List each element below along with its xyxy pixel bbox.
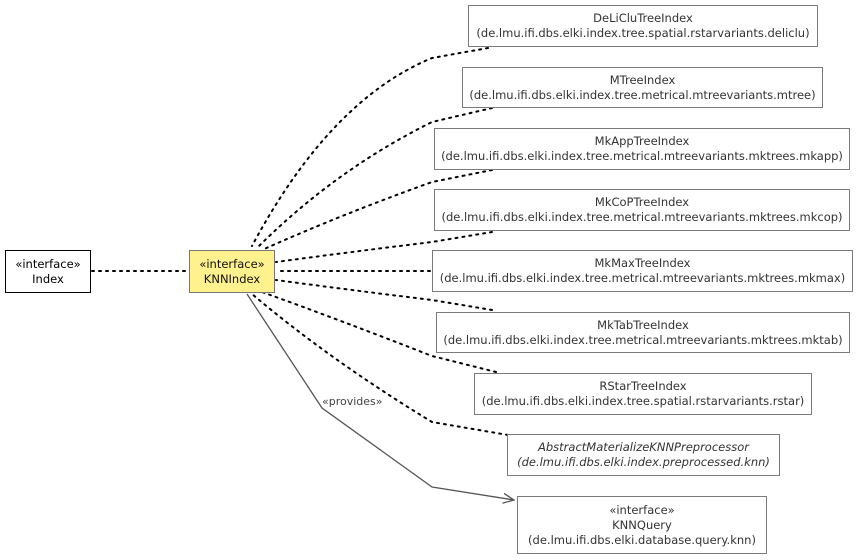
knnindex-name: KNNIndex (203, 271, 261, 286)
edge-deliclu-to-knnindex (251, 47, 489, 247)
rstar-package: (de.lmu.ifi.dbs.elki.index.tree.spatial.… (481, 394, 805, 408)
edge-preproc-to-knnindex (251, 293, 509, 436)
mkcop-name: MkCoPTreeIndex (594, 195, 690, 209)
preproc-name: AbstractMaterializeKNNPreprocessor (538, 440, 749, 454)
node-knnindex[interactable]: «interface» KNNIndex (189, 250, 275, 293)
edge-mkcop-to-knnindex (275, 231, 493, 263)
mkmax-name: MkMaxTreeIndex (594, 256, 691, 270)
node-abstractmaterializeknnpreprocessor[interactable]: AbstractMaterializeKNNPreprocessor (de.l… (507, 434, 780, 476)
node-mtreeindex[interactable]: MTreeIndex (de.lmu.ifi.dbs.elki.index.tr… (462, 67, 823, 108)
mtree-name: MTreeIndex (609, 72, 676, 87)
mktab-name: MkTabTreeIndex (597, 317, 689, 332)
mkcop-package: (de.lmu.ifi.dbs.elki.index.tree.metrical… (441, 210, 843, 224)
mkapp-name: MkAppTreeIndex (594, 134, 690, 148)
deliclu-name: DeLiCluTreeIndex (593, 11, 693, 25)
node-knnquery[interactable]: «interface» KNNQuery (de.lmu.ifi.dbs.elk… (517, 496, 767, 554)
node-mkapptreeindex[interactable]: MkAppTreeIndex (de.lmu.ifi.dbs.elki.inde… (434, 128, 850, 170)
preproc-package: (de.lmu.ifi.dbs.elki.index.preprocessed.… (517, 455, 770, 469)
mktab-package: (de.lmu.ifi.dbs.elki.index.tree.metrical… (443, 332, 843, 347)
deliclu-package: (de.lmu.ifi.dbs.elki.index.tree.spatial.… (476, 26, 810, 40)
knnquery-package: (de.lmu.ifi.dbs.elki.database.query.knn) (528, 532, 756, 547)
mtree-package: (de.lmu.ifi.dbs.elki.index.tree.metrical… (469, 87, 816, 102)
edge-mkapp-to-knnindex (261, 169, 493, 251)
mkmax-package: (de.lmu.ifi.dbs.elki.index.tree.metrical… (439, 271, 846, 285)
mkapp-package: (de.lmu.ifi.dbs.elki.index.tree.metrical… (441, 149, 843, 163)
provides-label: «provides» (322, 395, 383, 408)
edge-rstar-to-knnindex (261, 291, 497, 373)
node-mkmaxtreeindex[interactable]: MkMaxTreeIndex (de.lmu.ifi.dbs.elki.inde… (432, 250, 853, 292)
knnindex-stereotype: «interface» (199, 256, 265, 271)
node-mkcoptreeindex[interactable]: MkCoPTreeIndex (de.lmu.ifi.dbs.elki.inde… (434, 189, 850, 231)
edge-mtree-to-knnindex (256, 107, 493, 249)
index-stereotype: «interface» (15, 256, 81, 271)
edge-mktab-to-knnindex (275, 279, 493, 311)
node-index[interactable]: «interface» Index (5, 250, 91, 293)
edge-provides-knnquery (246, 293, 514, 500)
rstar-name: RStarTreeIndex (599, 379, 687, 393)
knnquery-stereotype: «interface» (609, 502, 675, 517)
node-rstartreeindex[interactable]: RStarTreeIndex (de.lmu.ifi.dbs.elki.inde… (474, 373, 812, 415)
node-delicluetreeindex[interactable]: DeLiCluTreeIndex (de.lmu.ifi.dbs.elki.in… (468, 5, 818, 47)
knnquery-name: KNNQuery (612, 517, 672, 532)
node-mktabtreeindex[interactable]: MkTabTreeIndex (de.lmu.ifi.dbs.elki.inde… (436, 312, 850, 353)
index-name: Index (32, 271, 64, 286)
